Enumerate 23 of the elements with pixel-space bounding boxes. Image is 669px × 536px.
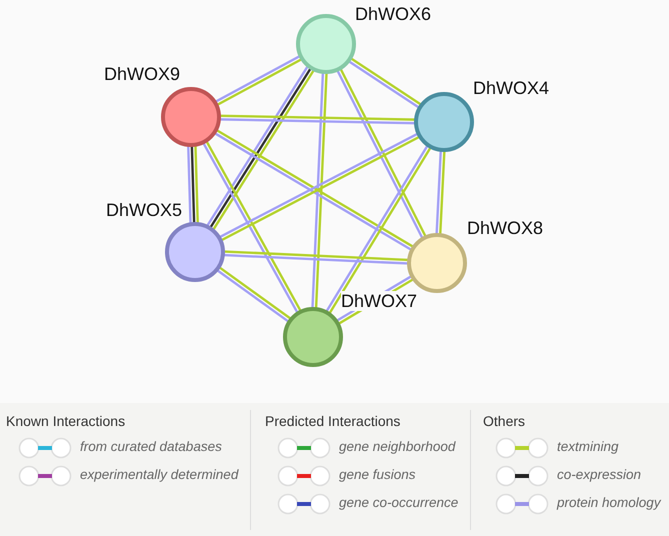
legend-text: from curated databases	[80, 439, 222, 454]
interaction-line	[194, 146, 199, 224]
legend-heading: Known Interactions	[6, 413, 126, 429]
interaction-line	[435, 150, 442, 234]
legend-text: gene fusions	[339, 467, 416, 482]
interaction-line	[224, 250, 408, 262]
legend-text: gene co-occurrence	[339, 495, 458, 510]
interaction-line	[224, 254, 408, 265]
interaction-line	[190, 146, 196, 224]
legend-text: co-expression	[557, 467, 642, 482]
interaction-line	[187, 146, 192, 224]
legend-heading: Others	[483, 413, 526, 429]
legend-heading: Predicted Interactions	[265, 413, 400, 429]
legend-text: protein homology	[557, 495, 661, 510]
legend-text: textmining	[557, 439, 619, 454]
interaction-line	[220, 114, 416, 121]
protein-label: DhWOX7	[341, 291, 418, 311]
interaction-line	[439, 150, 446, 234]
interaction-line	[311, 72, 324, 308]
legend-text: gene neighborhood	[339, 439, 456, 454]
legend-text: experimentally determined	[80, 467, 238, 482]
interaction-line	[220, 118, 416, 124]
interaction-line	[314, 72, 328, 308]
